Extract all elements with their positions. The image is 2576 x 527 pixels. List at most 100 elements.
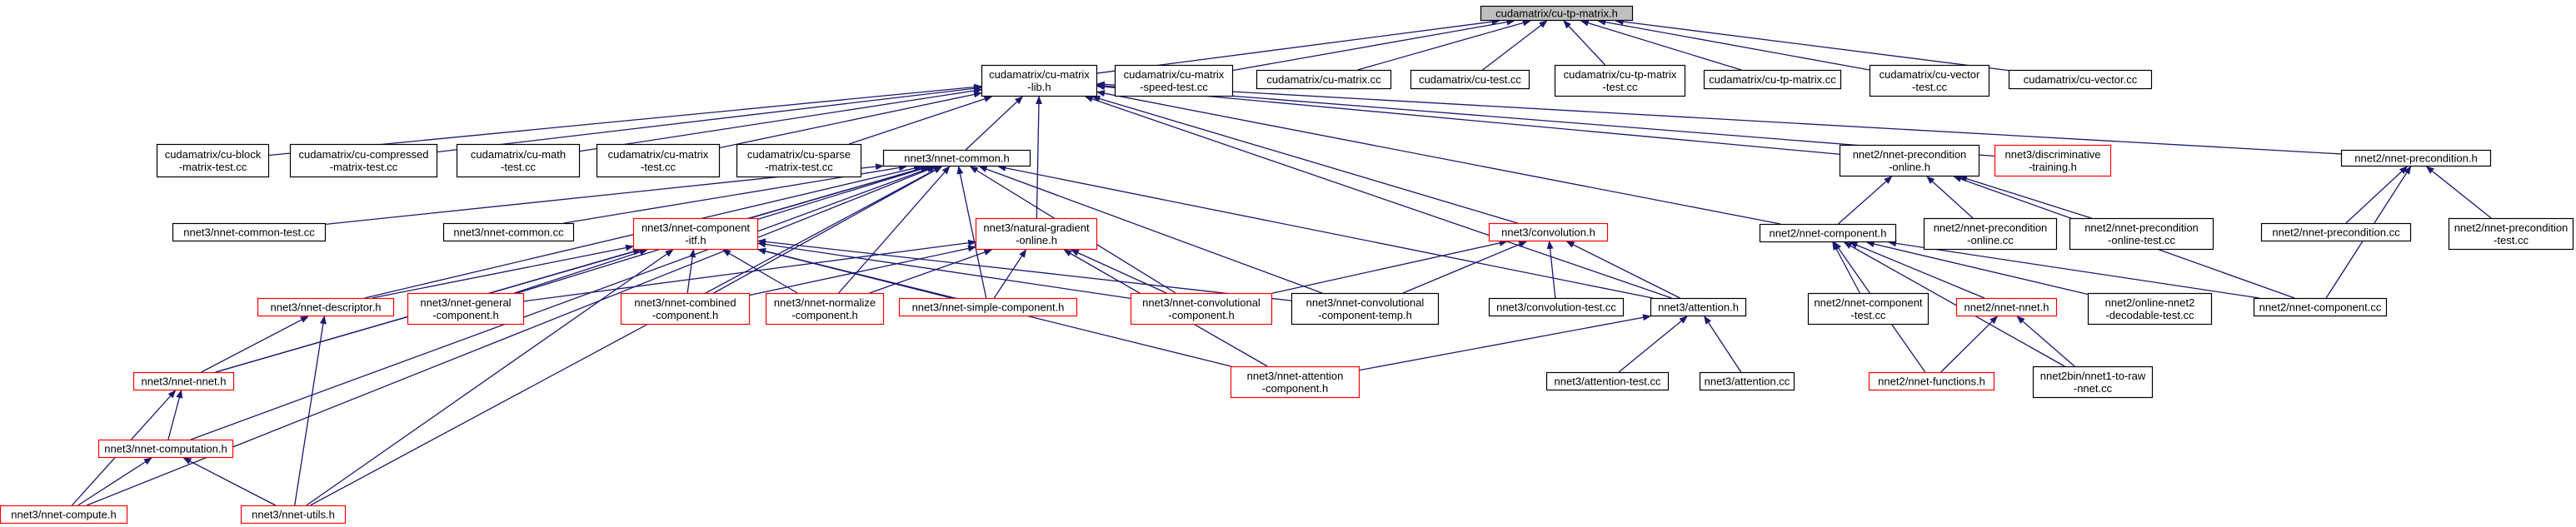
node-cumatrixtest[interactable]: cudamatrix/cu-matrix-test.cc [596, 143, 721, 178]
node-box[interactable] [596, 143, 721, 178]
node-box[interactable] [2032, 365, 2154, 399]
node-nn3combined[interactable]: nnet3/nnet-combined-component.h [620, 292, 751, 326]
node-nn3utils[interactable]: nnet3/nnet-utils.h [240, 505, 347, 525]
node-nn3nnet[interactable]: nnet3/nnet-nnet.h [132, 371, 235, 391]
node-nn3comptf[interactable]: nnet3/nnet-component-itf.h [632, 217, 759, 251]
node-cutpcc[interactable]: cudamatrix/cu-tp-matrix.cc [1703, 69, 1842, 90]
node-box[interactable] [765, 292, 885, 326]
node-box[interactable] [1488, 222, 1609, 242]
node-box[interactable] [1869, 64, 1990, 97]
node-box[interactable] [442, 222, 575, 242]
node-box[interactable] [1923, 217, 2058, 251]
node-nn2precontest[interactable]: nnet2/nnet-precondition-test.cc [2448, 217, 2574, 251]
node-box[interactable] [407, 292, 525, 326]
node-culib[interactable]: cudamatrix/cu-matrix-lib.h [981, 64, 1098, 97]
node-box[interactable] [736, 143, 862, 178]
node-nn2preconcc[interactable]: nnet2/nnet-precondition.cc [2260, 222, 2412, 242]
node-nn3computation[interactable]: nnet3/nnet-computation.h [97, 439, 234, 459]
node-box[interactable] [1994, 144, 2112, 177]
node-cmspeed[interactable]: cudamatrix/cu-matrix-speed-test.cc [1114, 64, 1234, 97]
node-nn3simple[interactable]: nnet3/nnet-simple-component.h [898, 297, 1078, 317]
node-nn3attncc[interactable]: nnet3/attention.cc [1699, 371, 1795, 391]
node-cucompressed[interactable]: cudamatrix/cu-compressed-matrix-test.cc [289, 143, 438, 178]
node-box[interactable] [1545, 371, 1670, 391]
node-box[interactable] [156, 143, 270, 178]
node-cuveccc[interactable]: cudamatrix/cu-vector.cc [2008, 69, 2153, 90]
node-box[interactable] [620, 292, 751, 326]
node-nn2precononlinetest[interactable]: nnet2/nnet-precondition-online-test.cc [2069, 217, 2214, 251]
node-box[interactable] [172, 222, 327, 242]
node-root[interactable]: cudamatrix/cu-tp-matrix.h [1480, 5, 1634, 22]
node-box[interactable] [1703, 69, 1842, 90]
node-cuvectest[interactable]: cudamatrix/cu-vector-test.cc [1869, 64, 1990, 97]
node-box[interactable] [1488, 297, 1625, 317]
node-box[interactable] [2087, 292, 2213, 326]
node-box[interactable] [1650, 297, 1747, 317]
node-nn3normalize[interactable]: nnet3/nnet-normalize-component.h [765, 292, 885, 326]
node-box[interactable] [257, 297, 395, 317]
node-nn3conv[interactable]: nnet3/convolution.h [1488, 222, 1609, 242]
node-box[interactable] [97, 439, 234, 459]
node-box[interactable] [240, 505, 347, 525]
node-nn2comp[interactable]: nnet2/nnet-component.h [1759, 223, 1897, 243]
node-box[interactable] [456, 143, 581, 178]
node-box[interactable] [1759, 223, 1897, 243]
node-nn2precon-online[interactable]: nnet2/nnet-precondition-online.h [1839, 144, 1980, 177]
node-box[interactable] [1290, 292, 1440, 326]
node-box[interactable] [0, 505, 128, 525]
node-box[interactable] [981, 64, 1098, 97]
node-box[interactable] [1807, 292, 1930, 326]
node-nn2online[interactable]: nnet2/online-nnet2-decodable-test.cc [2087, 292, 2213, 326]
node-nn2functions[interactable]: nnet2/nnet-functions.h [1868, 371, 1995, 391]
node-nn3attn[interactable]: nnet3/attention.h [1650, 297, 1747, 317]
node-nn2precon[interactable]: nnet2/nnet-precondition.h [2340, 149, 2492, 167]
node-nn3disc[interactable]: nnet3/discriminative-training.h [1994, 144, 2112, 177]
node-box[interactable] [1480, 5, 1634, 22]
node-nn3attncomp[interactable]: nnet3/nnet-attention-component.h [1230, 365, 1360, 399]
node-nn3natgrad[interactable]: nnet3/natural-gradient-online.h [975, 217, 1098, 251]
node-box[interactable] [1230, 365, 1360, 399]
node-cublock[interactable]: cudamatrix/cu-block-matrix-test.cc [156, 143, 270, 178]
node-nn2compcc[interactable]: nnet2/nnet-component.cc [2253, 297, 2388, 317]
node-box[interactable] [1955, 297, 2058, 317]
node-box[interactable] [2008, 69, 2153, 90]
node-box[interactable] [1699, 371, 1795, 391]
node-cmcc[interactable]: cudamatrix/cu-matrix.cc [1256, 69, 1392, 90]
node-box[interactable] [975, 217, 1098, 251]
node-nn3convtemp[interactable]: nnet3/nnet-convolutional-component-temp.… [1290, 292, 1440, 326]
node-cumath[interactable]: cudamatrix/cu-math-test.cc [456, 143, 581, 178]
node-box[interactable] [1554, 64, 1686, 97]
node-box[interactable] [2069, 217, 2214, 251]
node-nn3general[interactable]: nnet3/nnet-general-component.h [407, 292, 525, 326]
node-nn3commontest[interactable]: nnet3/nnet-common-test.cc [172, 222, 327, 242]
node-nn3convtest[interactable]: nnet3/convolution-test.cc [1488, 297, 1625, 317]
node-box[interactable] [1114, 64, 1234, 97]
node-box[interactable] [898, 297, 1078, 317]
node-cutest[interactable]: cudamatrix/cu-test.cc [1410, 69, 1530, 90]
node-box[interactable] [2448, 217, 2574, 251]
node-nn2precononlinecc[interactable]: nnet2/nnet-precondition-online.cc [1923, 217, 2058, 251]
node-nn3common[interactable]: nnet3/nnet-common.h [882, 149, 1031, 167]
node-box[interactable] [1130, 292, 1273, 326]
node-box[interactable] [882, 149, 1031, 167]
node-cusparse[interactable]: cudamatrix/cu-sparse-matrix-test.cc [736, 143, 862, 178]
node-nn3commoncc[interactable]: nnet3/nnet-common.cc [442, 222, 575, 242]
node-box[interactable] [1410, 69, 1530, 90]
node-box[interactable] [1256, 69, 1392, 90]
node-nn3attntest[interactable]: nnet3/attention-test.cc [1545, 371, 1670, 391]
node-nn3desc[interactable]: nnet3/nnet-descriptor.h [257, 297, 395, 317]
node-nn3convolutional[interactable]: nnet3/nnet-convolutional-component.h [1130, 292, 1273, 326]
node-nn3compute[interactable]: nnet3/nnet-compute.h [0, 505, 128, 525]
node-box[interactable] [2253, 297, 2388, 317]
node-nn2nnet[interactable]: nnet2/nnet-nnet.h [1955, 297, 2058, 317]
node-nn2comptest[interactable]: nnet2/nnet-component-test.cc [1807, 292, 1930, 326]
node-nn2bin[interactable]: nnet2bin/nnet1-to-raw-nnet.cc [2032, 365, 2154, 399]
node-box[interactable] [2340, 149, 2492, 167]
node-box[interactable] [632, 217, 759, 251]
node-box[interactable] [289, 143, 438, 178]
node-box[interactable] [2260, 222, 2412, 242]
node-box[interactable] [1868, 371, 1995, 391]
node-box[interactable] [1839, 144, 1980, 177]
node-cutptest[interactable]: cudamatrix/cu-tp-matrix-test.cc [1554, 64, 1686, 97]
node-box[interactable] [132, 371, 235, 391]
